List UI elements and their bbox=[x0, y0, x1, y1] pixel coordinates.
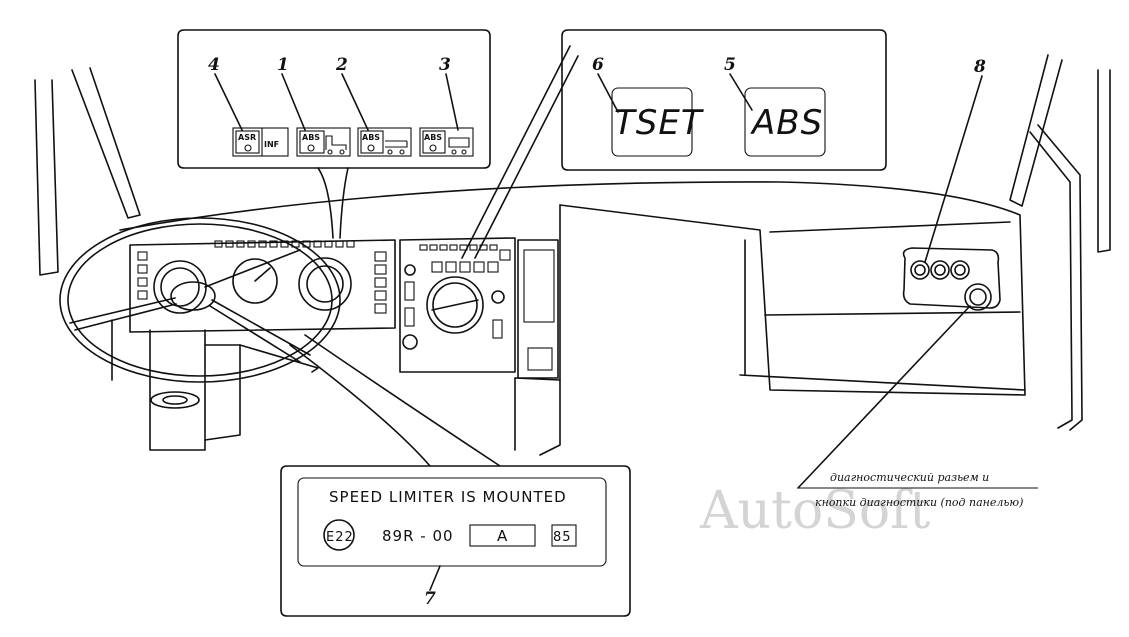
center-console bbox=[399, 237, 559, 379]
callout-2: 2 bbox=[335, 55, 348, 75]
dashboard-body bbox=[119, 181, 1026, 456]
steering-wheel bbox=[59, 217, 341, 451]
tset-label: TSET bbox=[614, 103, 704, 143]
inset-buttons: ASR INF ABS ABS ABS bbox=[177, 29, 491, 239]
cab-frame bbox=[34, 54, 1111, 431]
callout-3: 3 bbox=[439, 55, 451, 75]
plate-value: 85 bbox=[553, 530, 572, 545]
abs-button-2: ABS bbox=[357, 127, 412, 157]
diag-connector-icon bbox=[964, 283, 992, 311]
abs-lamp-label: ABS bbox=[750, 103, 823, 143]
watermark: AutoSoft bbox=[699, 481, 930, 541]
callout-4: 4 bbox=[208, 55, 220, 75]
abs-button-1: ABS bbox=[296, 127, 351, 157]
callout-7: 7 bbox=[424, 589, 436, 609]
plate-class: A bbox=[497, 527, 508, 545]
abs-label-1: ABS bbox=[302, 133, 320, 142]
diagnostic-buttons bbox=[910, 260, 992, 311]
diagnostic-note: диагностический разьем и кнопки диагност… bbox=[797, 305, 1038, 509]
plate-mark: E22 bbox=[326, 530, 354, 545]
inf-label: INF bbox=[264, 140, 279, 149]
instrument-cluster bbox=[129, 239, 396, 333]
plate-regulation: 89R - 00 bbox=[382, 527, 454, 545]
callout-8: 8 bbox=[973, 57, 986, 77]
callout-1: 1 bbox=[277, 55, 289, 75]
note-line-2: кнопки диагностики (под панелью) bbox=[815, 496, 1023, 509]
abs-lamp: ABS bbox=[744, 87, 826, 157]
callout-5: 5 bbox=[724, 55, 736, 75]
asr-label: ASR bbox=[238, 133, 256, 142]
diag-button-1-icon bbox=[910, 260, 930, 280]
inset-speed-limiter: SPEED LIMITER IS MOUNTED E22 89R - 00 A … bbox=[280, 334, 631, 617]
tset-lamp: TSET bbox=[611, 87, 704, 157]
inset-lamps: TSET ABS 6 5 bbox=[461, 29, 887, 259]
note-line-1: диагностический разьем и bbox=[830, 471, 989, 484]
plate-title: SPEED LIMITER IS MOUNTED bbox=[329, 488, 567, 506]
abs-label-2: ABS bbox=[362, 133, 380, 142]
diag-button-2-icon bbox=[930, 260, 950, 280]
diag-button-3-icon bbox=[950, 260, 970, 280]
abs-button-3: ABS bbox=[419, 127, 474, 157]
asr-inf-button: ASR INF bbox=[232, 127, 289, 157]
abs-label-3: ABS bbox=[424, 133, 442, 142]
callout-6: 6 bbox=[592, 55, 604, 75]
